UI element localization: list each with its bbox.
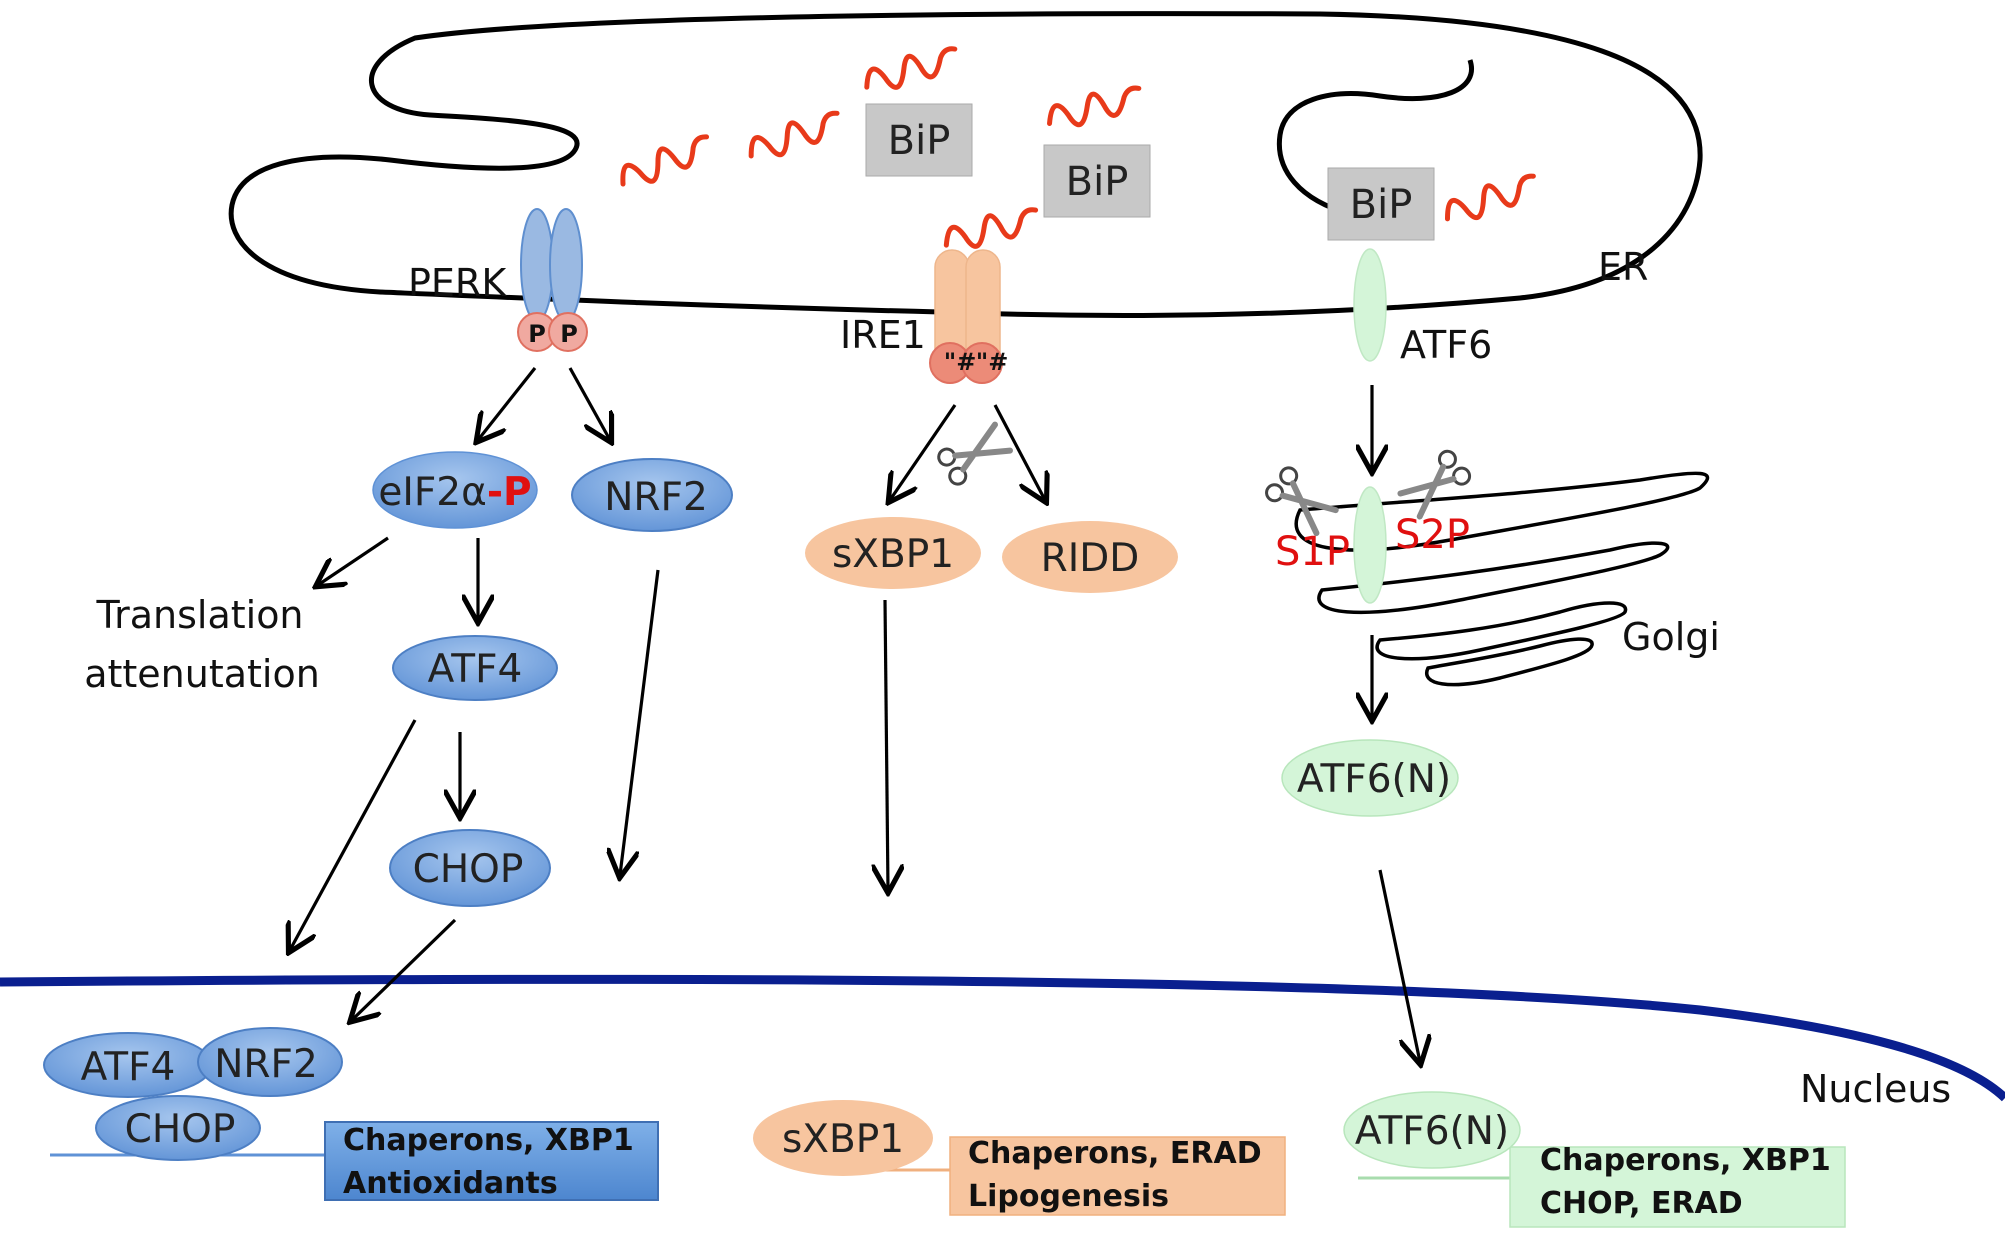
nrf2-node: NRF2: [571, 458, 733, 532]
perk-label: PERK: [408, 261, 507, 305]
ire1-receptor: "# "#: [929, 249, 1009, 384]
nrf2-label: NRF2: [604, 475, 708, 520]
nucleus-ire1-targets-box: Chaperons, ERAD Lipogenesis: [949, 1136, 1286, 1216]
atf6-receptor: [1353, 248, 1387, 362]
bip-label: BiP: [1350, 182, 1413, 228]
bip-label: BiP: [888, 118, 951, 164]
scissors-icon: [1265, 466, 1339, 537]
atf4-node: ATF4: [392, 635, 558, 701]
bip-label: BiP: [1066, 159, 1129, 205]
atf6-label: ATF6: [1400, 323, 1492, 367]
pathway-arrows: [290, 367, 1420, 1062]
eif2a-phospho-label: -P: [487, 470, 532, 515]
sxbp1-node: sXBP1: [805, 517, 981, 589]
perk-targets-label: Antioxidants: [343, 1166, 558, 1201]
nucleus-chop-node: CHOP: [95, 1095, 261, 1161]
atf6n-label: ATF6(N): [1297, 757, 1451, 802]
atf4-label: ATF4: [428, 647, 523, 692]
scissors-icon: [937, 421, 1013, 486]
nucleus-atf4-label: ATF4: [81, 1045, 176, 1090]
eif2a-node: eIF2α-P: [372, 451, 538, 529]
nucleus-chop-label: CHOP: [125, 1107, 236, 1152]
perk-receptor: P P: [517, 208, 588, 352]
nucleus-nrf2-label: NRF2: [214, 1042, 318, 1087]
ridd-node: RIDD: [1002, 521, 1178, 593]
sxbp1-label: sXBP1: [832, 532, 954, 577]
chop-node: CHOP: [389, 829, 551, 907]
nucleus-nrf2-node: NRF2: [197, 1027, 343, 1097]
atf6-golgi: [1353, 486, 1387, 604]
perk-phospho-label: P: [528, 320, 546, 348]
ire1-residue-label: "#: [976, 348, 1009, 376]
scissors-icon: [1397, 449, 1472, 520]
translation-attenuation-label: attenutation: [84, 652, 320, 696]
bip-chaperone: BiP: [1043, 144, 1151, 218]
perk-targets-label: Chaperons, XBP1: [343, 1123, 634, 1158]
bip-chaperone: BiP: [1327, 167, 1435, 241]
translation-attenuation-label: Translation: [95, 593, 303, 637]
nucleus-sxbp1-label: sXBP1: [782, 1117, 904, 1162]
ire1-targets-label: Chaperons, ERAD: [968, 1136, 1262, 1171]
ridd-label: RIDD: [1041, 536, 1140, 581]
golgi-stacks: [1294, 471, 1710, 687]
eif2a-label: eIF2α: [378, 470, 486, 515]
ire1-label: IRE1: [840, 313, 926, 357]
nucleus-atf4-node: ATF4: [43, 1032, 213, 1098]
s2p-label: S2P: [1395, 512, 1470, 558]
nucleus-atf6n-label: ATF6(N): [1355, 1109, 1509, 1154]
nucleus-sxbp1-node: sXBP1: [753, 1100, 933, 1176]
perk-phospho-label: P: [560, 320, 578, 348]
atf6-targets-label: Chaperons, XBP1: [1540, 1143, 1831, 1178]
misfolded-proteins: [620, 46, 1536, 249]
chop-label: CHOP: [413, 847, 524, 892]
er-membrane: [228, 11, 1703, 318]
svg-text:eIF2α-P: eIF2α-P: [378, 470, 531, 515]
nucleus-label: Nucleus: [1800, 1067, 1951, 1111]
er-label: ER: [1598, 245, 1648, 289]
er-membrane-fold: [1276, 59, 1474, 217]
atf6n-node: ATF6(N): [1281, 739, 1459, 817]
golgi-label: Golgi: [1622, 615, 1720, 659]
s1p-label: S1P: [1275, 529, 1350, 575]
atf6-targets-label: CHOP, ERAD: [1540, 1186, 1743, 1221]
ire1-targets-label: Lipogenesis: [968, 1179, 1169, 1214]
nucleus-perk-targets-box: Chaperons, XBP1 Antioxidants: [324, 1121, 659, 1201]
nucleus-atf6n-node: ATF6(N): [1343, 1091, 1521, 1169]
ire1-residue-label: "#: [944, 348, 977, 376]
bip-chaperone: BiP: [865, 103, 973, 177]
nucleus-atf6-targets-box: Chaperons, XBP1 CHOP, ERAD: [1509, 1143, 1846, 1228]
